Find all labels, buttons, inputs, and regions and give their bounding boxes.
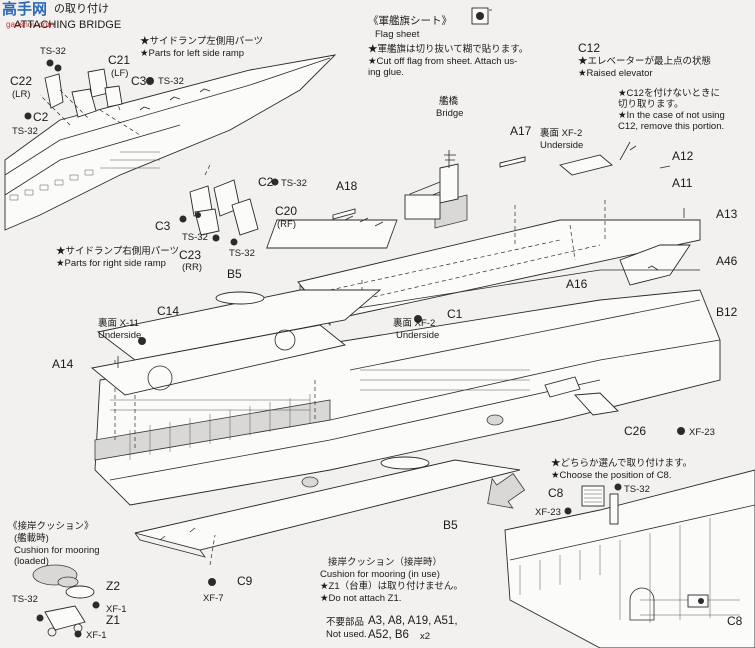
part-c23: C23 [179, 248, 202, 262]
part-ts32-a: TS-32 [40, 46, 66, 57]
part-ts32-b: TS-32 [158, 76, 184, 87]
site-logo: 高手网 [2, 1, 48, 18]
part-c22-lr: (LR) [12, 89, 31, 100]
part-c8-b: C8 [727, 614, 743, 628]
xf2-mid-jp: 裏面 XF-2 [393, 318, 436, 329]
part-c3-a: C3 [131, 74, 147, 88]
part-ts32-f: TS-32 [229, 248, 255, 259]
part-b5-a: B5 [227, 267, 242, 281]
part-ts32-d: TS-32 [281, 178, 307, 189]
part-c12: C12 [578, 41, 601, 55]
part-c2-b: C2 [258, 175, 274, 189]
c8-choice-jp: ★どちらか選んで取り付けます。 [551, 458, 693, 469]
hangar-detail [504, 469, 755, 648]
part-a16: A16 [566, 277, 588, 291]
part-b5-b: B5 [443, 518, 458, 532]
part-b12: B12 [716, 305, 738, 319]
part-c21-lf: (LF) [111, 68, 129, 79]
left-ramp-hull-detail [4, 54, 337, 231]
site-logo-sub: gaoshou.com [6, 20, 55, 29]
xf2-top-en: Underside [540, 140, 584, 151]
part-c26: C26 [624, 424, 647, 438]
cushion-loaded-jp2: (艦載時) [14, 533, 49, 544]
header-title-jp: の取り付け [54, 3, 109, 15]
part-a12: A12 [672, 149, 694, 163]
part-a17: A17 [510, 124, 532, 138]
not-used-line2: A52, B6 [368, 629, 409, 641]
part-ts32-c: TS-32 [12, 126, 38, 137]
part-z2: Z2 [106, 579, 121, 593]
part-c23-rr: (RR) [182, 262, 203, 273]
not-used-en: Not used. [326, 629, 367, 640]
c8-choice-en: ★Choose the position of C8. [551, 470, 672, 481]
right-ramp-parts [179, 164, 279, 246]
part-c22: C22 [10, 74, 33, 88]
xf2-top-jp: 裏面 XF-2 [540, 128, 583, 139]
cushion-use-note-jp: ★Z1（台車）は取り付けません。 [320, 581, 463, 592]
c12-note-jp: ★C12を付けないときに 切り取ります。 [618, 88, 720, 110]
c12-jp: ★エレベーターが最上点の状態 [578, 56, 712, 67]
part-c21: C21 [108, 53, 131, 67]
bridge-jp: 艦橋 [439, 96, 459, 107]
part-c14: C14 [157, 304, 180, 318]
hull [94, 269, 721, 506]
part-c8-a: C8 [548, 486, 564, 500]
bridge-en: Bridge [436, 108, 464, 119]
not-used-jp: 不要部品 [326, 617, 365, 628]
part-c20: C20 [275, 204, 298, 218]
x11-jp: 裏面 X-11 [98, 318, 140, 329]
part-ts32-h: TS-32 [12, 594, 38, 605]
part-ts32-e: TS-32 [182, 232, 208, 243]
flag-note-jp: ★軍艦旗は切り抜いて糊で貼ります。 [368, 44, 529, 55]
xf2-mid-en: Underside [396, 330, 440, 341]
c12-note-en: ★In the case of not using C12, remove th… [618, 110, 725, 132]
flag-note-en: ★Cut off flag from sheet. Attach us- ing… [368, 56, 518, 78]
not-used-line1: A3, A8, A19, A51, [368, 615, 458, 627]
mooring-cushion [32, 564, 100, 638]
part-z1: Z1 [106, 613, 121, 627]
part-c20-rf: (RF) [277, 219, 296, 230]
part-c3-b: C3 [155, 219, 171, 233]
cushion-loaded-en: Cushion for mooring (loaded) [14, 545, 100, 567]
part-a46: A46 [716, 254, 738, 268]
part-a18: A18 [336, 179, 358, 193]
left-ramp-en: ★Parts for left side ramp [140, 48, 245, 59]
flag-title-jp: 《軍艦旗シート》 [368, 15, 452, 27]
right-ramp-en: ★Parts for right side ramp [56, 258, 166, 269]
part-c1: C1 [447, 307, 463, 321]
part-a14: A14 [52, 357, 74, 371]
part-xf7: XF-7 [203, 593, 224, 604]
part-a11: A11 [672, 176, 693, 190]
part-c2-a: C2 [33, 110, 49, 124]
part-ts32-g: TS-32 [624, 484, 650, 495]
part-xf1-b: XF-1 [86, 630, 107, 641]
flag-title-en: Flag sheet [375, 29, 420, 40]
cushion-use-en: Cushion for mooring (in use) [320, 569, 440, 580]
cushion-use-note-en: ★Do not attach Z1. [320, 593, 402, 604]
left-ramp-jp: ★サイドランプ左側用パーツ [140, 36, 264, 47]
c12-en: ★Raised elevator [578, 68, 653, 79]
right-ramp-jp: ★サイドランプ右側用パーツ [56, 246, 180, 257]
part-xf23-b: XF-23 [535, 507, 561, 518]
x11-en: Underside [98, 330, 142, 341]
cushion-loaded-jp: 《接岸クッション》 [8, 521, 94, 532]
cushion-use-jp: 接岸クッション（接岸時） [328, 557, 443, 568]
header-title-en: ATTACHING BRIDGE [14, 19, 122, 31]
part-a13: A13 [716, 207, 738, 221]
part-xf23-a: XF-23 [689, 427, 715, 438]
part-xf1-a: XF-1 [106, 604, 127, 615]
part-c9: C9 [237, 574, 253, 588]
not-used-mult: x2 [420, 631, 431, 642]
